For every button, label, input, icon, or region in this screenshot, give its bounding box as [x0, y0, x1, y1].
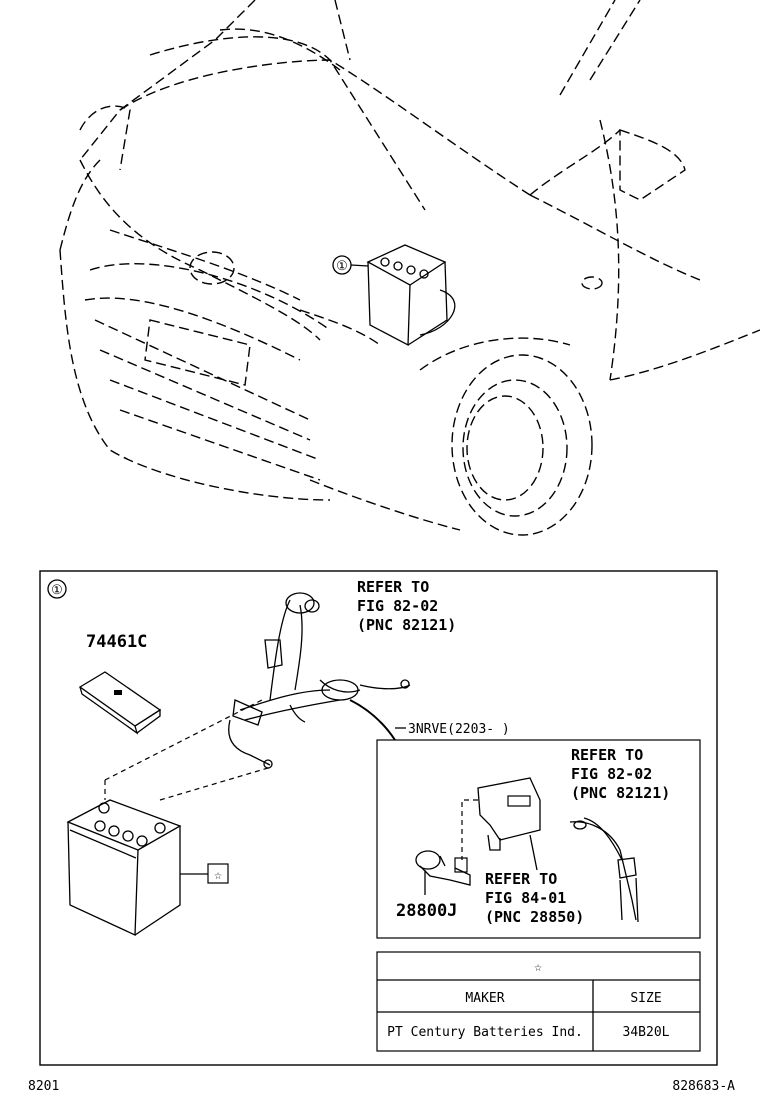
refer-b-line3: (PNC 82121) [571, 784, 670, 802]
refer-b-line1: REFER TO [571, 746, 643, 764]
star-box [207, 863, 229, 884]
table-title-symbol: ☆ [534, 960, 542, 975]
leader-refer-c [529, 834, 538, 871]
refer-c-line3: (PNC 28850) [485, 908, 584, 926]
battery-spec-table [376, 951, 701, 1052]
figure-id: 828683-A [672, 1079, 735, 1094]
table-header-maker: MAKER [465, 991, 504, 1006]
table-cell-size: 34B20L [623, 1025, 670, 1040]
refer-a-line2: FIG 82-02 [357, 597, 438, 615]
battery-terminal-cable [569, 817, 639, 923]
star-mark: ☆ [214, 868, 222, 883]
refer-b-line2: FIG 82-02 [571, 765, 652, 783]
part-number-cover: 74461C [86, 632, 147, 652]
battery-cover [78, 671, 162, 735]
battery-in-car [366, 244, 456, 347]
refer-c-line1: REFER TO [485, 870, 557, 888]
battery [66, 799, 182, 936]
harness-code: 3NRVE(2203- ) [408, 722, 510, 737]
detail-callout-number: ① [51, 583, 63, 598]
inner-detail-frame [376, 739, 701, 939]
refer-a-line1: REFER TO [357, 578, 429, 596]
refer-a-line3: (PNC 82121) [357, 616, 456, 634]
detail-frame [39, 570, 718, 1066]
detail-callout-circle [47, 579, 67, 599]
callout-number: ① [336, 259, 348, 274]
table-cell-maker: PT Century Batteries Ind. [387, 1025, 583, 1040]
part-number-sensor: 28800J [396, 901, 457, 921]
current-sensor [415, 850, 471, 886]
page-code: 8201 [28, 1079, 59, 1094]
wire-harness [228, 592, 411, 769]
car-illustration: ① [59, 0, 760, 536]
table-header-size: SIZE [630, 991, 661, 1006]
sensor-bracket [477, 777, 541, 851]
refer-c-line2: FIG 84-01 [485, 889, 566, 907]
